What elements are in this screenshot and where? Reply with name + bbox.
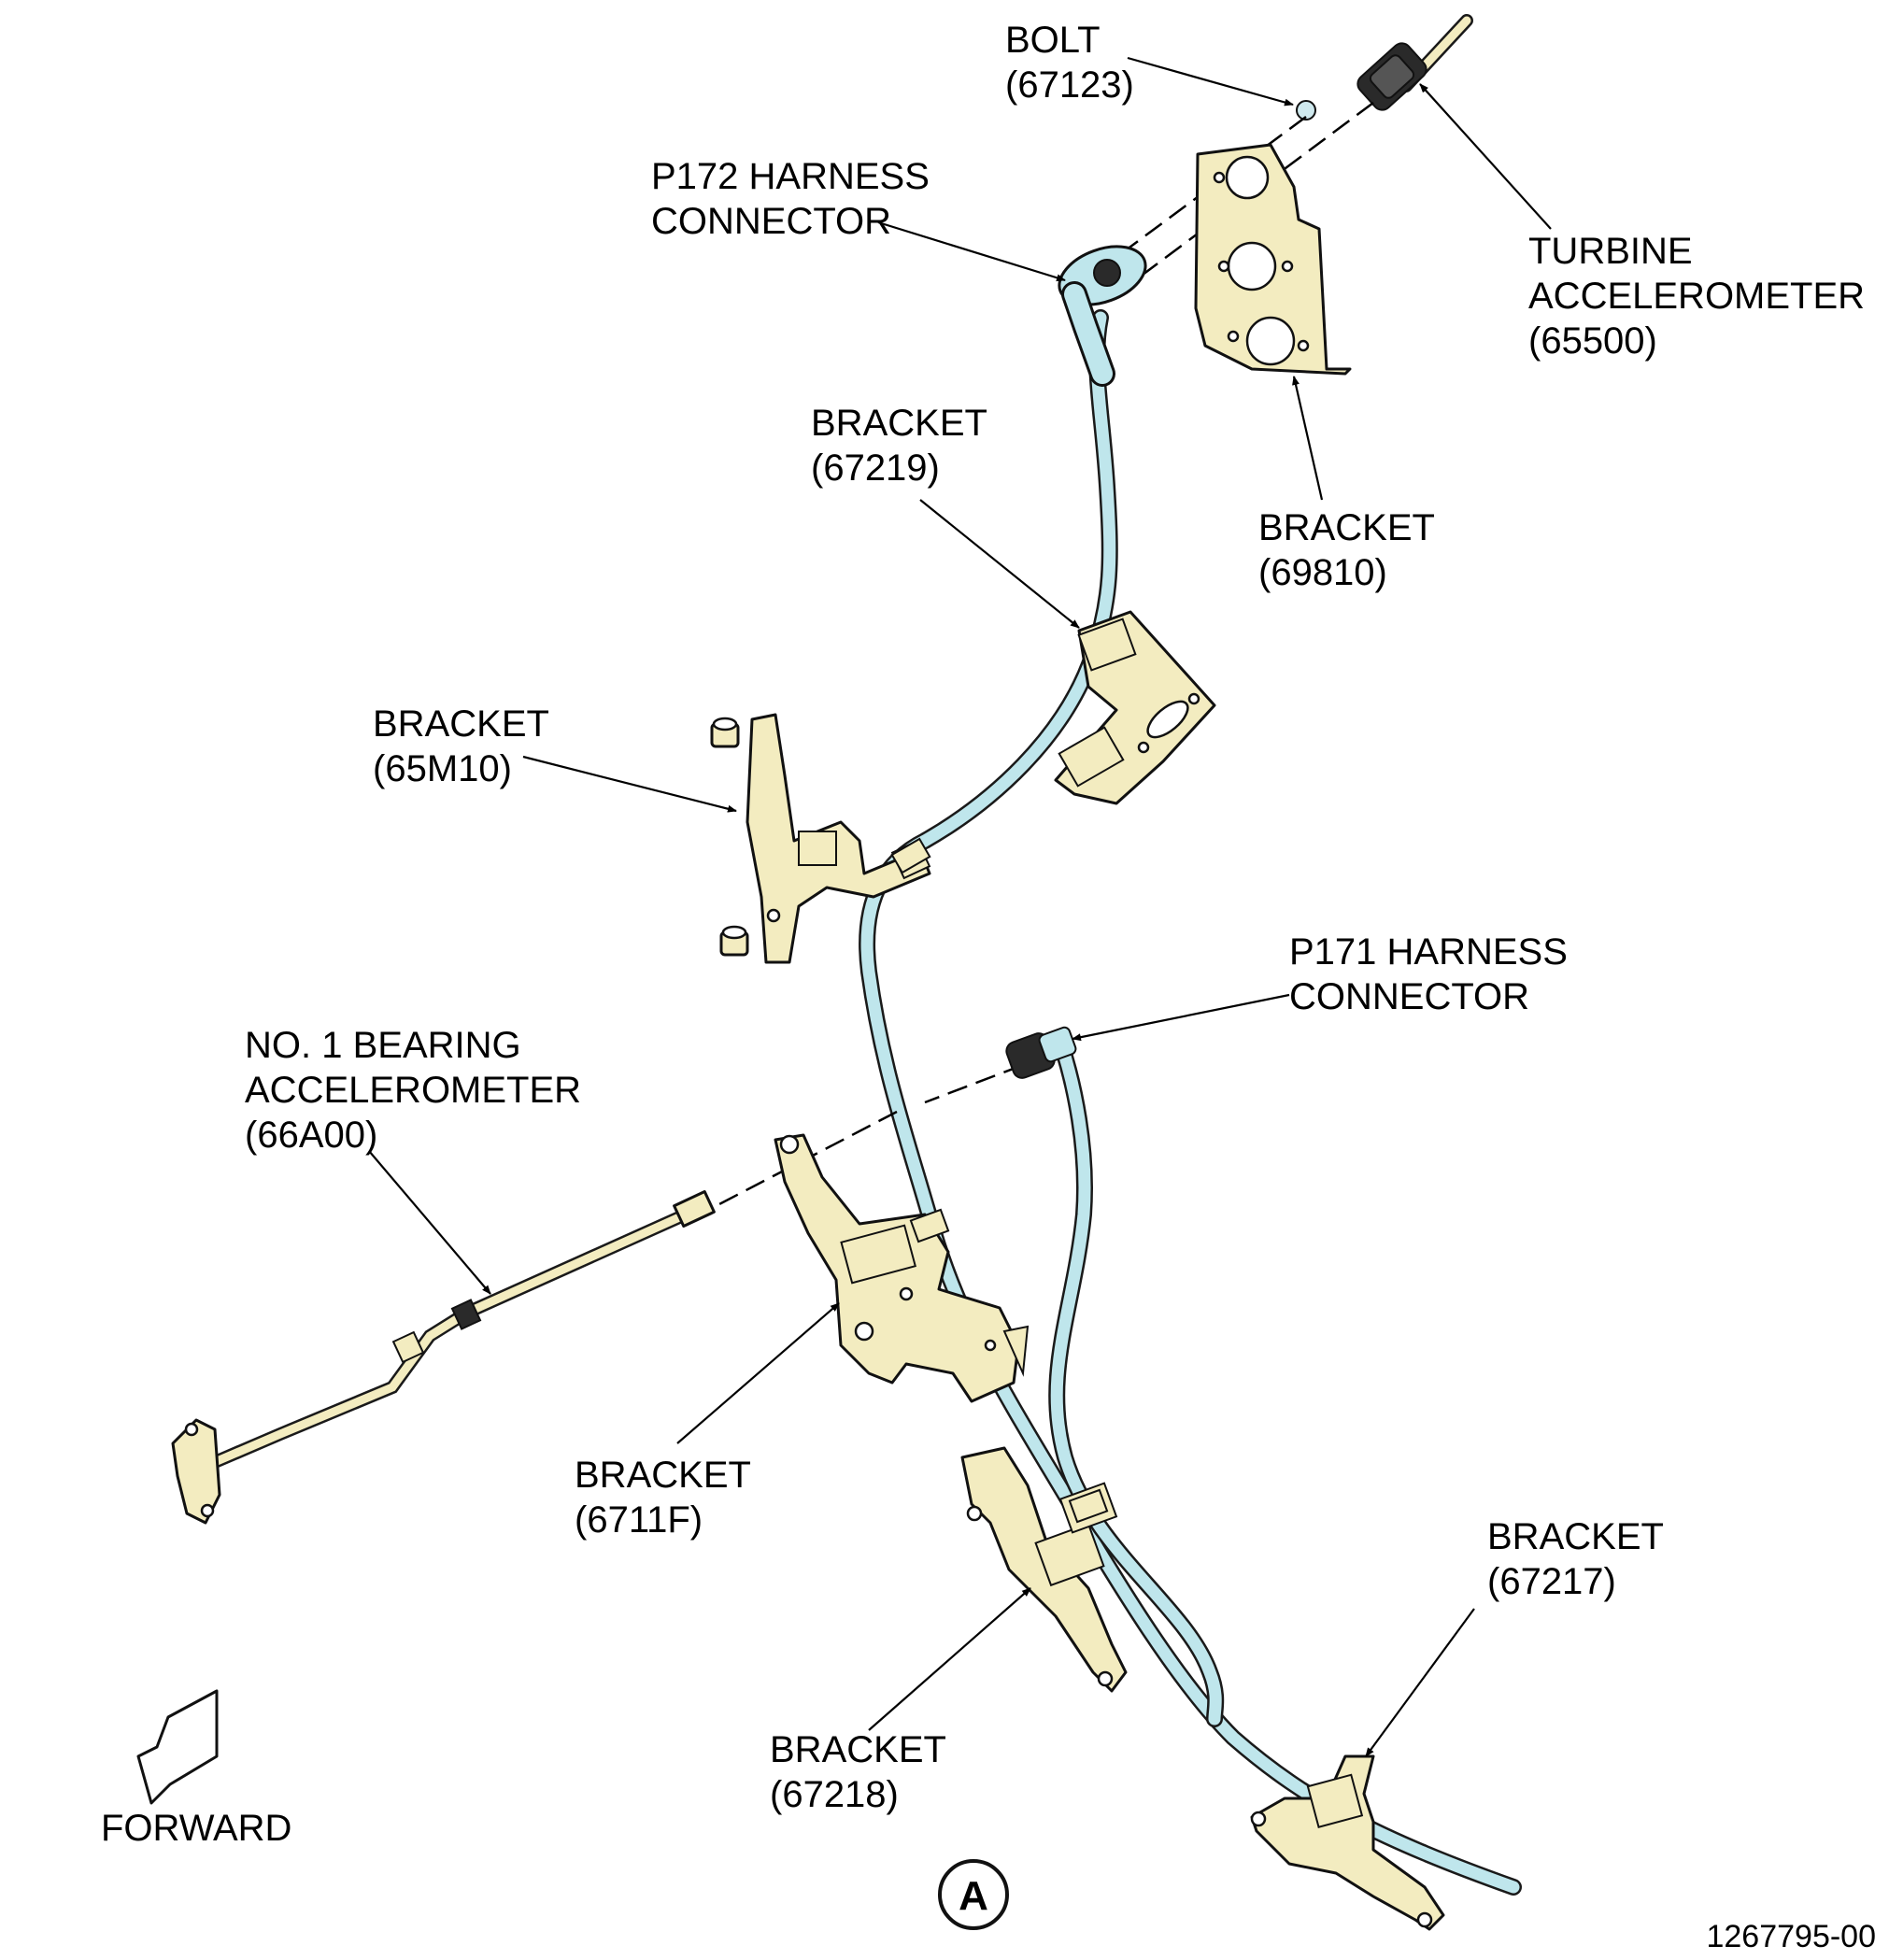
label-turbine: TURBINE ACCELEROMETER (65500): [1528, 231, 1875, 362]
leader-turbine: [1419, 83, 1552, 230]
bearing-accelerometer-part: [171, 1190, 716, 1525]
label-bracket-69810: BRACKET (69810): [1258, 507, 1444, 593]
figure-number: 1267795-00: [1706, 1919, 1876, 1954]
label-p171: P171 HARNESS CONNECTOR: [1289, 931, 1578, 1017]
p172-connector-part: [1058, 245, 1147, 387]
label-bearing-accelerometer: NO. 1 BEARING ACCELEROMETER (66A00): [245, 1025, 591, 1156]
leader-69810: [1292, 376, 1324, 501]
view-letter: A: [959, 1873, 988, 1919]
leader-bearing: [368, 1150, 491, 1295]
bracket-6711f-part: [774, 1133, 1030, 1403]
turbine-accelerometer: [1356, 14, 1473, 111]
forward-arrow-icon: [136, 1689, 219, 1805]
label-bracket-67217: BRACKET (67217): [1487, 1516, 1673, 1602]
leader-65m10: [522, 755, 737, 813]
bolt-part: [1296, 100, 1316, 121]
leader-p171: [1072, 993, 1290, 1042]
leader-bolt: [1127, 56, 1294, 107]
leader-lines: [368, 56, 1552, 1757]
leader-p172: [877, 220, 1066, 282]
label-bracket-67218: BRACKET (67218): [770, 1729, 956, 1815]
leader-67219: [919, 499, 1080, 629]
bracket-69810-part: [1194, 143, 1352, 376]
label-p172: P172 HARNESS CONNECTOR: [651, 156, 940, 242]
label-bracket-67219: BRACKET (67219): [811, 403, 997, 489]
label-bolt: BOLT (67123): [1005, 20, 1134, 106]
forward-label: FORWARD: [101, 1808, 291, 1849]
p171-connector-part: [1005, 1026, 1077, 1079]
harness-cable: [859, 309, 1522, 1896]
bracket-67219-part: [1054, 610, 1216, 805]
view-a-marker: A: [938, 1859, 1009, 1930]
bracket-67217-part: [1250, 1754, 1445, 1931]
leader-6711f: [676, 1302, 840, 1444]
cable-clips: [890, 837, 1109, 1524]
leader-67218: [868, 1587, 1031, 1731]
label-bracket-6711f: BRACKET (6711F): [575, 1455, 760, 1541]
label-bracket-65m10: BRACKET (65M10): [373, 703, 559, 789]
bracket-65m10-part: [710, 713, 931, 964]
leader-67217: [1365, 1608, 1475, 1757]
